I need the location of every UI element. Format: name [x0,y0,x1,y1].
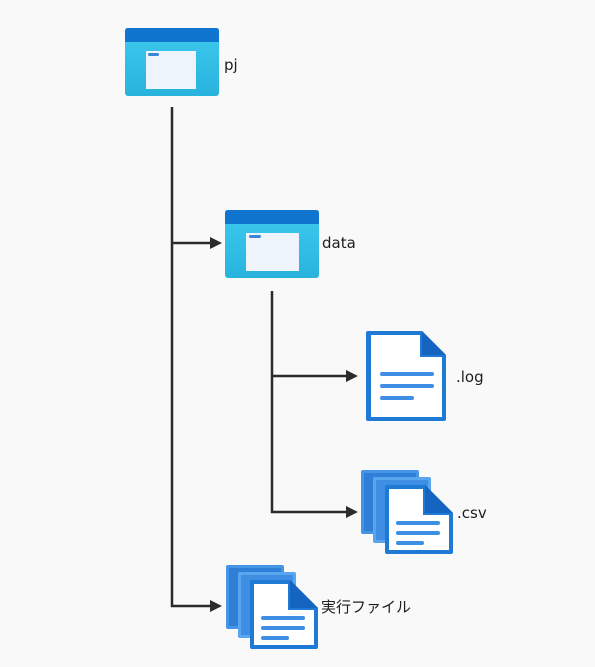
folder-icon [125,28,219,96]
multiple-documents-icon [361,470,453,554]
root-folder-node: pj [125,28,238,96]
data-folder-label: data [322,234,356,252]
executable-file-node: 実行ファイル [226,565,411,649]
log-file-label: .log [456,368,484,386]
csv-file-label: .csv [457,504,487,522]
data-folder-node: data [225,210,356,278]
executable-file-label: 実行ファイル [321,598,411,616]
multiple-documents-icon [226,565,318,649]
root-folder-label: pj [224,56,238,74]
folder-icon [225,210,319,278]
document-icon [366,331,446,421]
csv-file-node: .csv [361,470,487,554]
log-file-node: .log [366,331,484,421]
tree-connectors [170,107,358,612]
